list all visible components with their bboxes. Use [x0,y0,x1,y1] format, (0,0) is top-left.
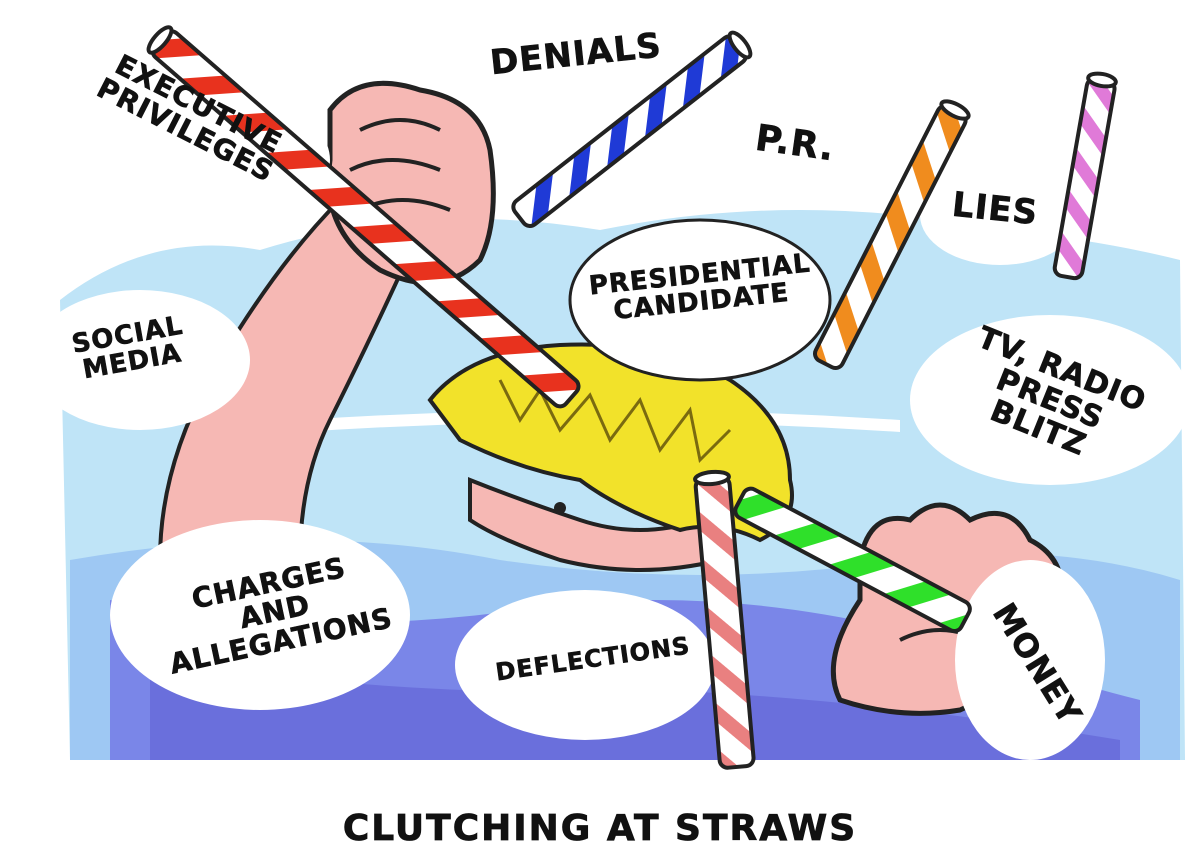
straw-green [733,486,972,634]
cloud-denials [450,15,670,125]
straw-blue [511,30,753,228]
straw-orange [813,99,971,370]
cloud-lies [920,165,1080,265]
cartoon-caption: CLUTCHING AT STRAWS [342,808,858,850]
cloud-shapes [10,15,1190,760]
cloud-charges [110,520,410,710]
straw-pink [1052,71,1118,281]
straws [146,25,1118,770]
cloud-deflections [455,590,715,740]
straw-pale-red [693,469,756,770]
cloud-social [30,290,250,430]
cloud-pr [700,100,880,210]
cloud-tv [910,315,1190,485]
cloud-candidate [568,218,832,382]
cloud-money [955,560,1105,760]
straw-red [146,25,581,409]
